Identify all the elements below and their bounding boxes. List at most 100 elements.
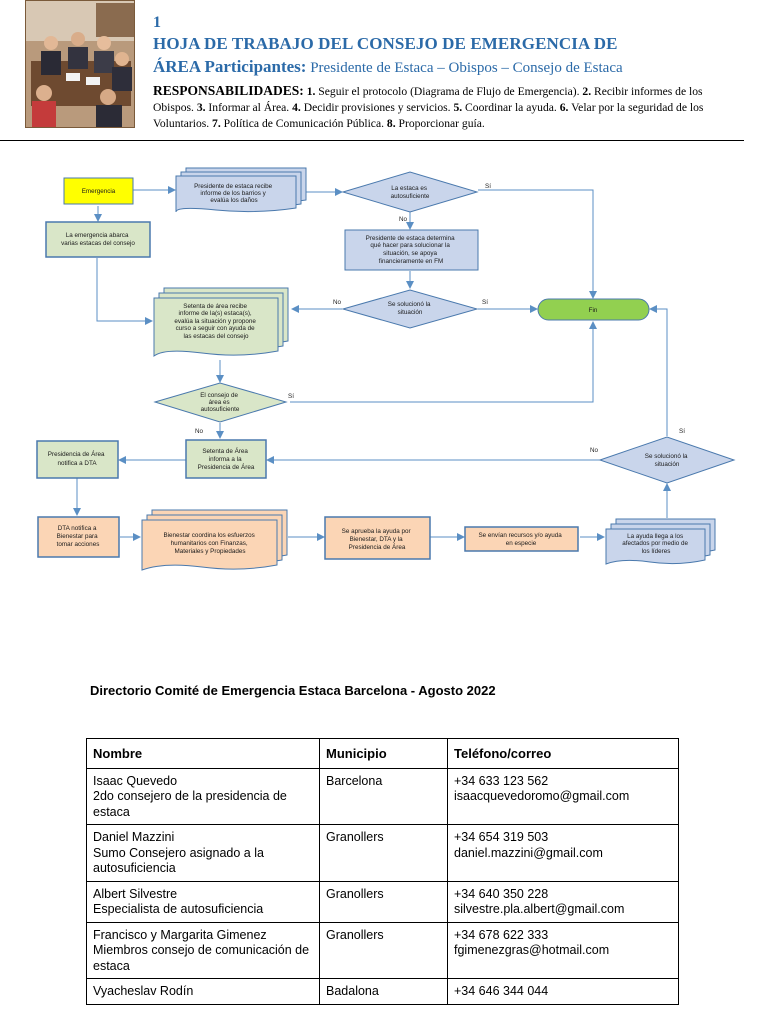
edge-label-no: No (333, 299, 342, 306)
decision-se-soluciono-2-label: Se solucionó la situación (645, 453, 689, 468)
responsibilities: RESPONSABILIDADES: 1. Seguir el protocol… (153, 83, 713, 132)
node-setenta-recibe (153, 287, 289, 358)
node-bienestar-coordina (141, 509, 288, 571)
participants-list: Presidente de Estaca – Obispos – Consejo… (306, 60, 623, 76)
decision-se-soluciono-2 (598, 436, 736, 484)
header-divider (0, 140, 744, 141)
resp-text: Coordinar la ayuda. (462, 101, 560, 114)
edge-label-si: Sí (288, 393, 294, 400)
node-ayuda-llega-label: La ayuda llega a los afectados por medio… (622, 533, 690, 555)
member-name: Isaac Quevedo (93, 773, 178, 788)
member-name: Daniel Mazzini (93, 830, 175, 844)
member-phone: +34 678 622 333 (454, 927, 549, 942)
resp-text: Política de Comunicación Pública. (220, 117, 387, 130)
node-presidente-recibe (175, 167, 307, 213)
column-header-nombre: Nombre (86, 738, 320, 769)
node-presidente-determina-label: Presidente de estaca determina qué hacer… (366, 235, 457, 265)
node-presidente-determina (344, 229, 479, 271)
decision-consejo-autosuficiente (153, 382, 288, 423)
resp-text: Seguir el protocolo (Diagrama de Flujo d… (315, 85, 583, 98)
directory-title: Directorio Comité de Emergencia Estaca B… (90, 683, 496, 698)
resp-number: 5. (453, 101, 463, 114)
node-setenta-recibe-label: Setenta de área recibe informe de la(s) … (174, 303, 257, 340)
node-presidencia-notifica-label: Presidencia de Área notifica a DTA (48, 449, 106, 467)
member-email[interactable]: daniel.mazzini@gmail.com (454, 845, 603, 860)
column-header-municipio: Municipio (319, 738, 448, 769)
decision-se-soluciono-1-label: Se solucionó la situación (388, 301, 432, 316)
node-setenta-informa-label: Setenta de Área informa a la Presidencia… (198, 446, 255, 471)
member-role: Miembros consejo de comunicación de esta… (93, 943, 310, 973)
resp-number: 6. (559, 101, 569, 114)
resp-number: 2. (582, 85, 592, 98)
member-email[interactable]: silvestre.pla.albert@gmail.com (454, 902, 625, 916)
member-role: Sumo Consejero asignado a la autosuficie… (93, 845, 264, 876)
edge-label-no: No (590, 447, 599, 454)
resp-text: Informar al Área. (205, 101, 293, 114)
member-role: Especialista de autosuficiencia (93, 902, 264, 916)
edge-label-si: Sí (482, 299, 488, 306)
node-setenta-informa (185, 439, 267, 479)
edge-label-no: No (399, 216, 408, 223)
resp-number: 1. (306, 85, 316, 98)
node-emergencia-abarca-label: La emergencia abarca varias estacas del … (61, 232, 135, 247)
decision-estaca-autosuficiente-label: La estaca es autosuficiente (391, 185, 430, 200)
node-dta-notifica-label: DTA notifica a Bienestar para tomar acci… (57, 525, 100, 548)
node-se-aprueba (324, 516, 431, 560)
resp-text: Decidir provisiones y servicios. (300, 101, 454, 114)
edge-label-no: No (195, 428, 204, 435)
decision-estaca-autosuficiente (341, 171, 479, 213)
emergency-flowchart: Emergencia Presidente de estaca recibe i… (36, 167, 736, 571)
column-header-telefono: Teléfono/correo (447, 738, 679, 769)
node-fin-label: Fin (589, 307, 598, 314)
resp-number: 8. (386, 117, 396, 130)
cell-municipio: Badalona (319, 978, 448, 1005)
cell-municipio: Granollers (319, 824, 448, 882)
participants-line: ÁREA Participantes: Presidente de Estaca… (153, 57, 623, 77)
node-se-envian (464, 526, 579, 552)
member-name: Vyacheslav Rodín (93, 984, 194, 998)
member-phone: +34 633 123 562 (454, 773, 549, 788)
council-meeting-photo (25, 0, 135, 128)
node-presidencia-notifica (36, 440, 119, 479)
node-bienestar-coordina-label: Bienestar coordina los esfuerzos humanit… (163, 532, 256, 555)
member-phone: +34 646 344 044 (454, 984, 549, 998)
member-email[interactable]: isaacquevedoromo@gmail.com (454, 789, 630, 803)
resp-number: 7. (212, 117, 221, 130)
node-se-envian-label: Se envían recursos y/o ayuda en especie (478, 532, 563, 547)
resp-text: Recibir informes de los Obispos. (153, 85, 703, 114)
member-phone: +34 640 350 228 (454, 886, 549, 901)
decision-consejo-autosuficiente-label: El consejo de área es autosuficiente (200, 392, 240, 413)
member-role: 2do consejero de la presidencia de estac… (93, 789, 287, 819)
resp-text: Velar por la seguridad de los Voluntario… (153, 101, 704, 130)
cell-municipio: Granollers (319, 880, 448, 923)
member-email[interactable]: fgimenezgras@hotmail.com (454, 943, 610, 957)
member-name: Albert Silvestre (93, 886, 178, 901)
node-dta-notifica (37, 516, 120, 558)
directory-table: Nombre Municipio Teléfono/correo Isaac Q… (86, 738, 679, 1005)
table-header-row: Nombre Municipio Teléfono/correo (86, 738, 679, 769)
resp-number: 4. (292, 101, 301, 114)
member-name: Francisco y Margarita Gimenez (93, 927, 267, 942)
edge-label-si: Sí (679, 428, 685, 435)
resp-text: Proporcionar guía. (395, 117, 485, 130)
table-row: Vyacheslav Rodín Badalona +34 646 344 04… (86, 978, 679, 1005)
cell-nombre: Vyacheslav Rodín (86, 978, 320, 1005)
node-ayuda-llega (605, 518, 716, 565)
edge-label-si: Sí (485, 183, 491, 190)
node-fin (537, 298, 650, 321)
page-number: 1 (153, 14, 161, 31)
participants-label: ÁREA Participantes: (153, 57, 307, 76)
page-title: HOJA DE TRABAJO DEL CONSEJO DE EMERGENCI… (153, 34, 618, 53)
